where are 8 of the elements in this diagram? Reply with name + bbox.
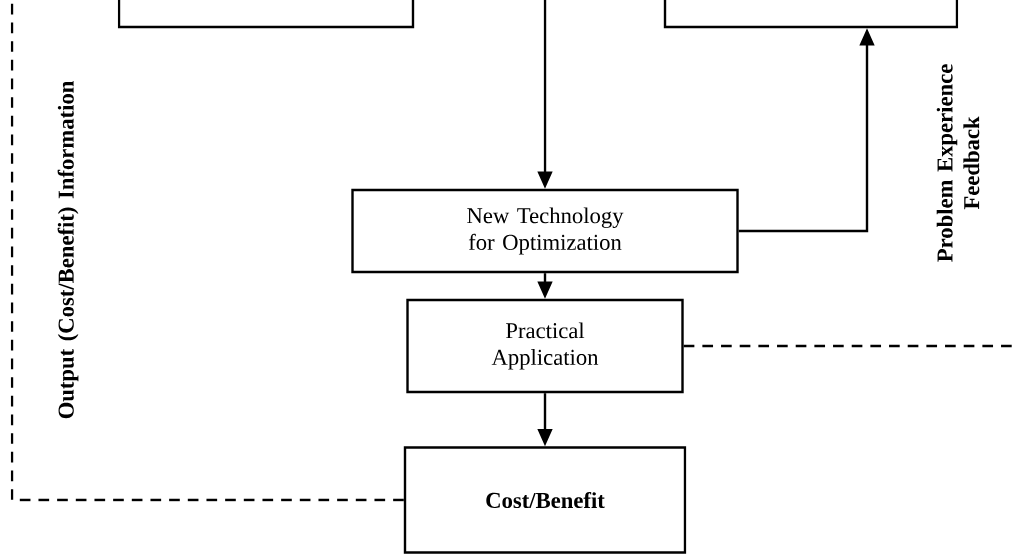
result-box: Cost/Benefit — [403, 446, 687, 554]
box — [663, 0, 959, 29]
process-box: Practical Application — [406, 298, 684, 394]
box — [117, 0, 415, 29]
process-box: New Technology for Optimization — [351, 188, 739, 274]
dashed-line — [683, 344, 1015, 348]
rotated-label: Problem Experience Feedback — [936, 64, 980, 262]
rotated-label: Output (Cost/Benefit) Information — [57, 81, 79, 419]
